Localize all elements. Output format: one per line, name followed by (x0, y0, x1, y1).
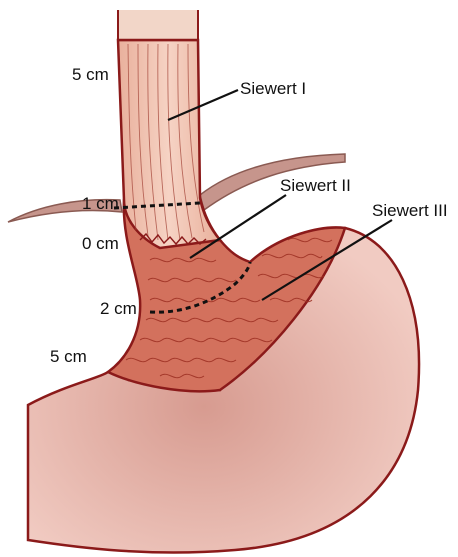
label-2cm: 2 cm (100, 299, 137, 318)
label-1cm: 1 cm (82, 194, 119, 213)
label-5cm-stomach: 5 cm (50, 347, 87, 366)
label-siewert-2: Siewert II (280, 176, 351, 195)
label-0cm: 0 cm (82, 234, 119, 253)
esophagus-cut-top (118, 10, 198, 40)
label-siewert-1: Siewert I (240, 79, 306, 98)
esophagus (118, 40, 220, 248)
label-5cm-esophagus: 5 cm (72, 65, 109, 84)
label-siewert-3: Siewert III (372, 201, 448, 220)
